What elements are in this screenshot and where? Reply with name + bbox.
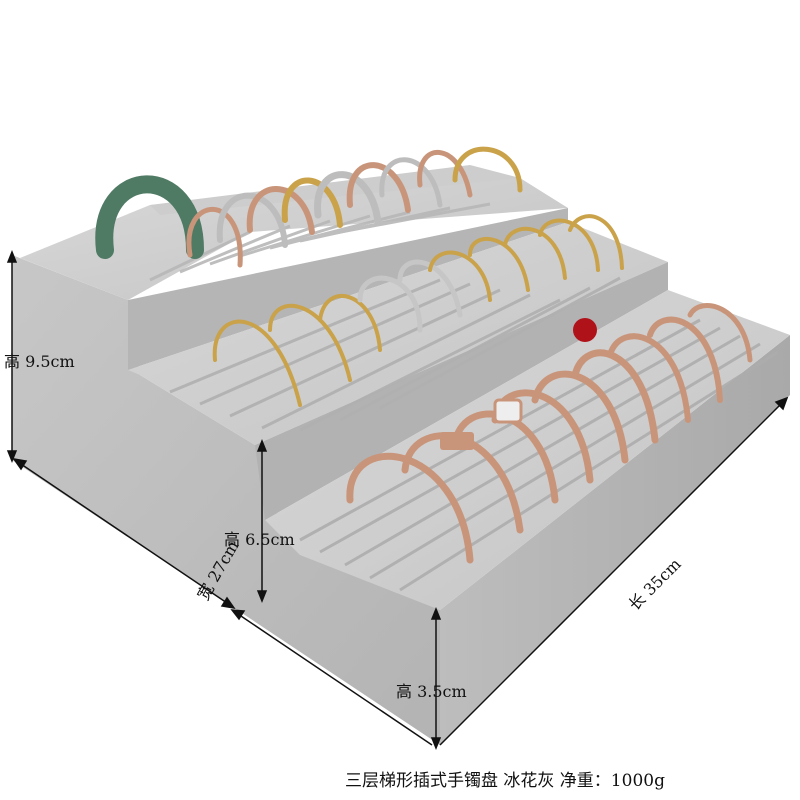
bangle — [428, 250, 492, 302]
bangle — [268, 303, 352, 382]
bangle — [357, 275, 423, 333]
bangle — [571, 349, 659, 444]
bangle — [538, 218, 600, 272]
bangles-bottom-tier — [346, 303, 753, 564]
red-bead — [573, 318, 597, 342]
jade-bangle — [95, 175, 204, 259]
middle-tier-surface — [128, 222, 668, 445]
bottom-tier-surface — [265, 290, 790, 610]
bangle — [212, 319, 302, 407]
bangle — [281, 177, 343, 228]
bangle — [647, 316, 723, 403]
height-bottom-label: 高 3.5cm — [396, 682, 467, 701]
bangle — [346, 162, 411, 213]
middle-tier-riser — [255, 262, 668, 520]
top-tier-riser — [128, 208, 568, 370]
bangle — [397, 259, 463, 318]
bangle — [186, 206, 243, 268]
watch-face — [493, 398, 523, 424]
bangle — [607, 333, 691, 423]
bangle — [246, 186, 315, 235]
bangle — [687, 303, 753, 363]
tray-front-face — [440, 335, 790, 745]
height-top-label: 高 9.5cm — [4, 352, 75, 371]
buckle — [440, 432, 474, 450]
bangle — [503, 226, 567, 280]
bangle — [379, 157, 443, 208]
bangle — [417, 149, 473, 198]
bangle — [314, 171, 382, 226]
slot-ridges-top — [149, 202, 491, 282]
height-middle-label: 高 6.5cm — [224, 530, 295, 549]
bangle — [216, 192, 288, 248]
bangle — [318, 294, 382, 352]
tray-left-face — [12, 255, 440, 745]
top-tier-back — [150, 165, 520, 215]
bangle — [568, 214, 624, 270]
bangles-middle-tier — [212, 214, 624, 407]
product-caption: 三层梯形插式手镯盘 冰花灰 净重：1000g — [345, 771, 665, 791]
bangle — [468, 237, 530, 292]
bangles-top-tier — [95, 146, 523, 268]
bangle — [452, 146, 523, 193]
dimension-lines — [6, 249, 789, 751]
bangle-tray — [12, 165, 790, 745]
bangle — [531, 370, 629, 464]
